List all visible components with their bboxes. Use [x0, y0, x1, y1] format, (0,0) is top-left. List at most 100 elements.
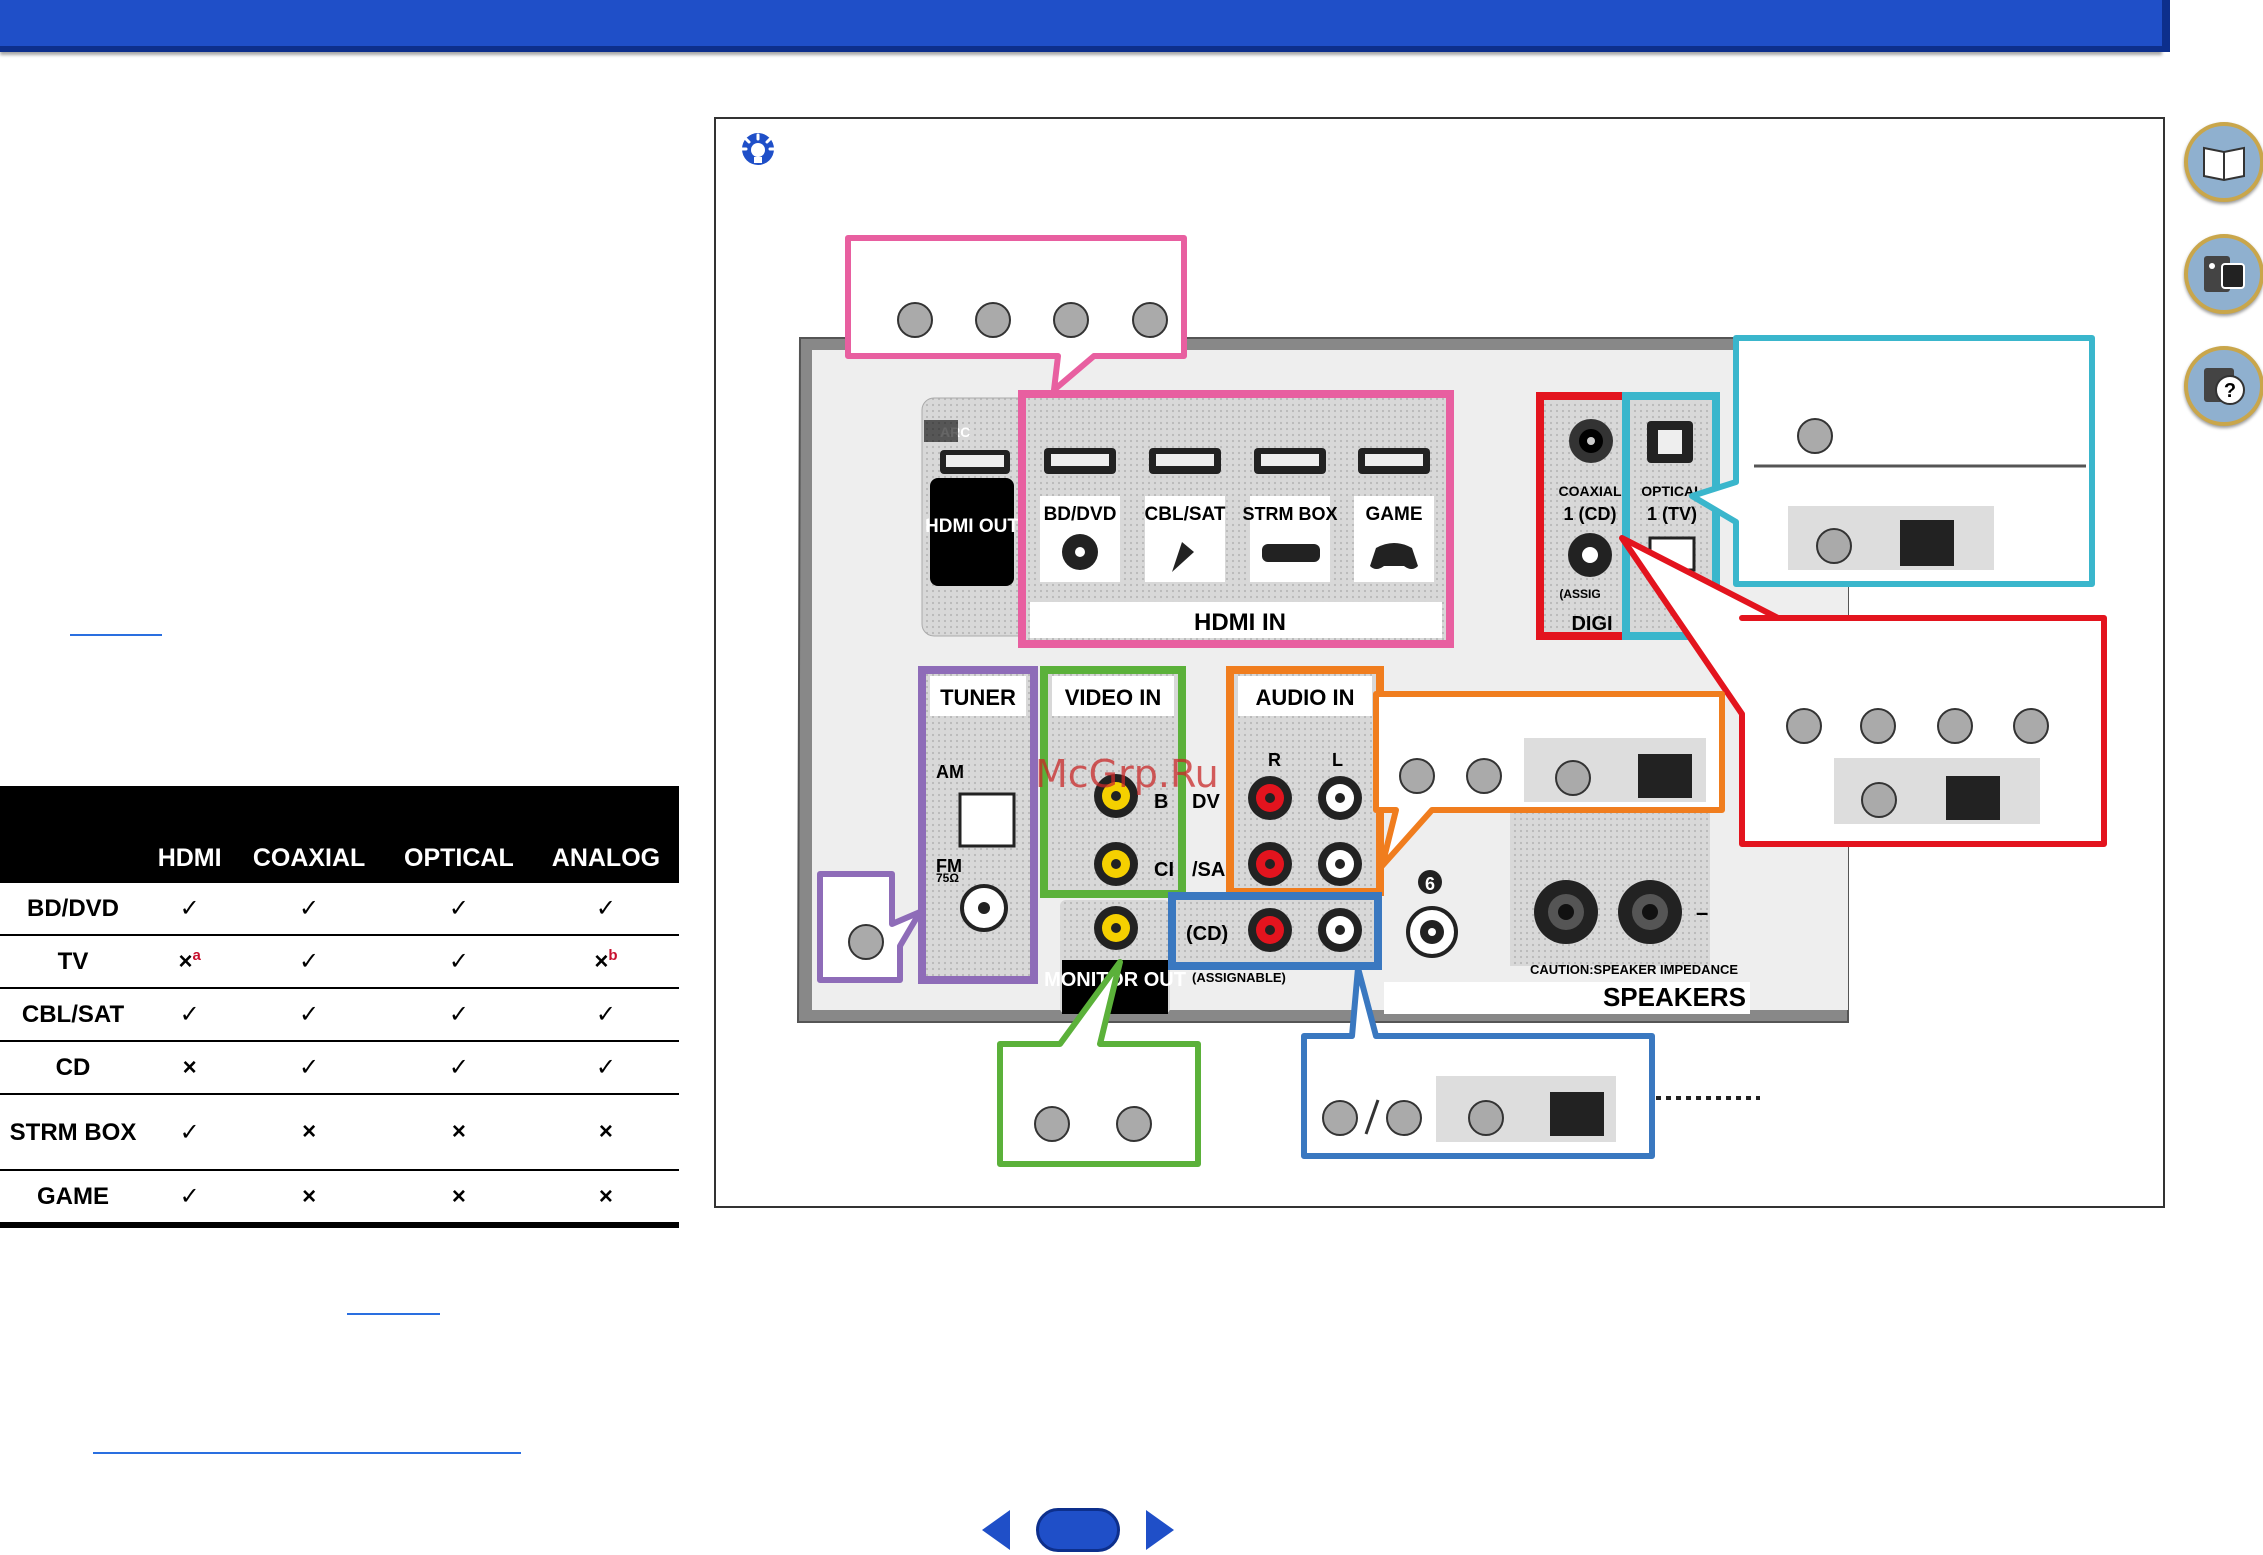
- connection-table: HDMI COAXIAL OPTICAL ANALOG BD/DVD ✓ ✓ ✓…: [0, 786, 679, 1228]
- remote-button-icon: [1550, 1092, 1604, 1136]
- hdmi-cell: ✓: [146, 883, 234, 936]
- optical-cell: ✓: [384, 1041, 533, 1095]
- help-icon[interactable]: ?: [2184, 346, 2263, 426]
- optical-cell: ✓: [384, 935, 533, 989]
- analog-cell: ×: [532, 1094, 679, 1171]
- table-row: TV ×a ✓ ✓ ×b: [0, 935, 679, 989]
- remote-icon[interactable]: [2184, 234, 2263, 314]
- callout-number-circle: [848, 924, 884, 960]
- row-label: CD: [0, 1041, 146, 1095]
- streaming-box-icon: [1262, 544, 1320, 562]
- table-header: [0, 786, 146, 883]
- audio-in-label: AUDIO IN: [1256, 685, 1355, 710]
- rca-jack-pair: [1248, 776, 1362, 886]
- optical-cell: ✓: [384, 883, 533, 936]
- table-row: CD × ✓ ✓ ✓: [0, 1041, 679, 1095]
- coaxial-cell: ✓: [233, 883, 385, 936]
- cd-in-highlight: [1168, 892, 1382, 970]
- hdmi-callout: [845, 235, 1187, 393]
- satellite-icon: [1172, 542, 1194, 572]
- optical-label: OPTICAL: [1641, 483, 1703, 499]
- header-bar: [0, 0, 2170, 52]
- footnote-mark: b: [608, 947, 618, 964]
- table-header-row: HDMI COAXIAL OPTICAL ANALOG: [0, 786, 679, 883]
- table-row: BD/DVD ✓ ✓ ✓ ✓: [0, 883, 679, 936]
- gamepad-icon: [1370, 543, 1418, 569]
- callout-number-circle: [1034, 1106, 1152, 1142]
- remote-button-icon: [1946, 776, 2000, 820]
- table-row: GAME ✓ × × ×: [0, 1170, 679, 1228]
- row-label: STRM BOX: [0, 1094, 146, 1171]
- table-row: CBL/SAT ✓ ✓ ✓ ✓: [0, 988, 679, 1042]
- watermark: McGrp.Ru: [1035, 752, 1219, 796]
- ohm-label: 75Ω: [936, 871, 959, 885]
- table-header: OPTICAL: [384, 786, 533, 883]
- cd-label: (CD): [1186, 923, 1228, 945]
- coaxial-cell: ×: [233, 1094, 385, 1171]
- optical-cell: ×: [384, 1170, 533, 1228]
- remote-button-icon: [1638, 754, 1692, 798]
- analog-cell: ×: [532, 1170, 679, 1228]
- assign-label: (ASSIG: [1559, 587, 1600, 601]
- table-header: ANALOG: [532, 786, 679, 883]
- optical-input-label: 1 (TV): [1647, 504, 1697, 524]
- callout-number-circle: [1399, 758, 1591, 796]
- hdmi-input-label: CBL/SAT: [1145, 504, 1226, 525]
- page-number-button[interactable]: [1036, 1508, 1120, 1552]
- fm-label: FM: [936, 856, 962, 876]
- callout-number-circle: [1786, 708, 2049, 818]
- row-label: BD/DVD: [0, 883, 146, 936]
- rear-panel: HDMI OUT ARC BD/DVD CBL/SAT STRM BOX GAM…: [796, 235, 2107, 1167]
- hdmi-cell: ✓: [146, 1094, 234, 1171]
- callout-number-circle: [1322, 1100, 1504, 1136]
- row-label: GAME: [0, 1170, 146, 1228]
- prev-page-arrow-icon[interactable]: [982, 1510, 1010, 1550]
- book-icon[interactable]: [2184, 122, 2263, 202]
- row-label: CBL/SAT: [0, 988, 146, 1042]
- speaker-caution: CAUTION:SPEAKER IMPEDANCE: [1530, 962, 1738, 977]
- hdmi-cell: ✓: [146, 988, 234, 1042]
- analog-cell: ✓: [532, 1041, 679, 1095]
- link-underline[interactable]: [93, 1452, 521, 1454]
- coaxial-cell: ✓: [233, 1041, 385, 1095]
- coaxial-label: COAXIAL: [1559, 483, 1622, 499]
- analog-cell: ×b: [532, 935, 679, 989]
- digital-in-label: DIGI: [1571, 613, 1612, 635]
- hdmi-in-highlight: [1018, 390, 1454, 648]
- link-underline[interactable]: [70, 634, 162, 636]
- table-row: STRM BOX ✓ × × ×: [0, 1094, 679, 1171]
- audio-r-label: R: [1268, 750, 1281, 770]
- connection-figure: [714, 117, 2165, 1208]
- sat-fragment: /SA: [1192, 859, 1225, 881]
- hdmi-in-label: HDMI IN: [1194, 609, 1286, 636]
- optical-cell: ×: [384, 1094, 533, 1171]
- lightbulb-icon: [740, 133, 776, 165]
- hdmi-cell: ×a: [146, 935, 234, 989]
- hdmi-out-label: HDMI OUT: [925, 516, 1019, 537]
- remote-button-icon: [1900, 520, 1954, 566]
- video-in-label: VIDEO IN: [1065, 685, 1162, 710]
- cbl-fragment: CI: [1154, 859, 1174, 881]
- hdmi-cell: ✓: [146, 1170, 234, 1228]
- table-header: COAXIAL: [233, 786, 385, 883]
- coaxial-cell: ✓: [233, 935, 385, 989]
- assignable-label: (ASSIGNABLE): [1192, 970, 1286, 985]
- hdmi-input-label: STRM BOX: [1242, 504, 1337, 524]
- audio-l-label: L: [1332, 750, 1343, 770]
- analog-cell: ✓: [532, 988, 679, 1042]
- next-page-arrow-icon[interactable]: [1146, 1510, 1174, 1550]
- link-underline[interactable]: [347, 1313, 440, 1315]
- optical-cell: ✓: [384, 988, 533, 1042]
- video-in-highlight: [1040, 666, 1186, 898]
- analog-cell: ✓: [532, 883, 679, 936]
- am-antenna-terminal: [958, 792, 1016, 848]
- coaxial-cell: ✓: [233, 988, 385, 1042]
- footnote-mark: a: [192, 947, 201, 964]
- callout-number-circle: [897, 302, 1168, 338]
- optical-highlight: [1622, 392, 1720, 640]
- tuner-label: TUNER: [940, 685, 1016, 710]
- hdmi-input-label: BD/DVD: [1044, 504, 1117, 525]
- hdmi-input-label: GAME: [1366, 504, 1423, 525]
- table-header: HDMI: [146, 786, 234, 883]
- output-number: 6: [1425, 874, 1435, 894]
